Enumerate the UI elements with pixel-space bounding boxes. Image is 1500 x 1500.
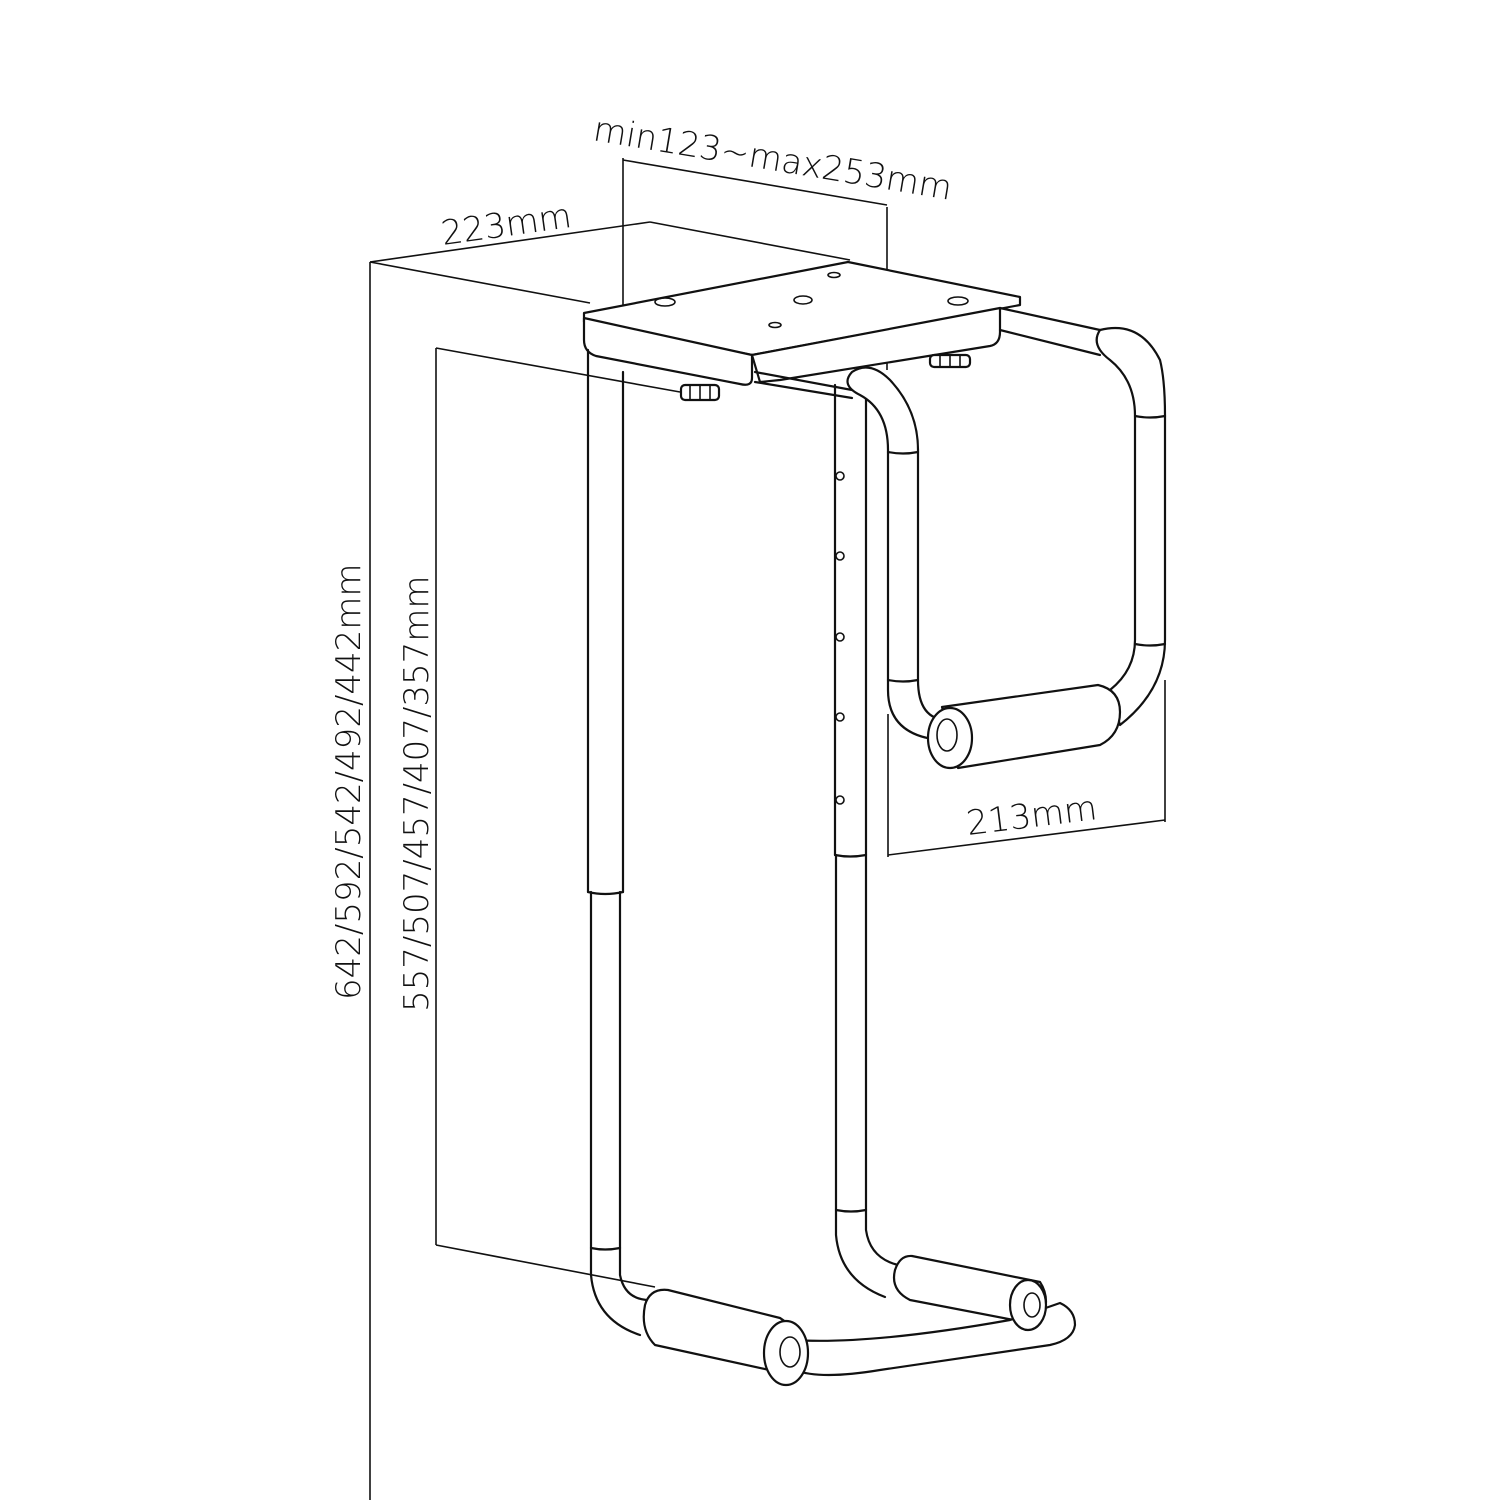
arm-width-label: 213mm — [964, 788, 1099, 844]
dimension-lines — [369, 158, 1166, 1500]
inner-height-label: 557/507/457/407/357mm — [397, 575, 437, 1012]
left-post — [586, 348, 652, 1337]
depth-label: 223mm — [439, 196, 574, 254]
base-foot — [642, 1254, 1077, 1387]
right-post — [833, 383, 900, 1299]
top-plate — [582, 260, 1022, 402]
side-arm — [753, 306, 1167, 770]
dimension-labels: min123~max253mm 223mm 642/592/542/492/44… — [329, 109, 1099, 1012]
total-height-label: 642/592/542/492/442mm — [329, 563, 369, 1000]
clamp-width-label: min123~max253mm — [591, 109, 955, 208]
